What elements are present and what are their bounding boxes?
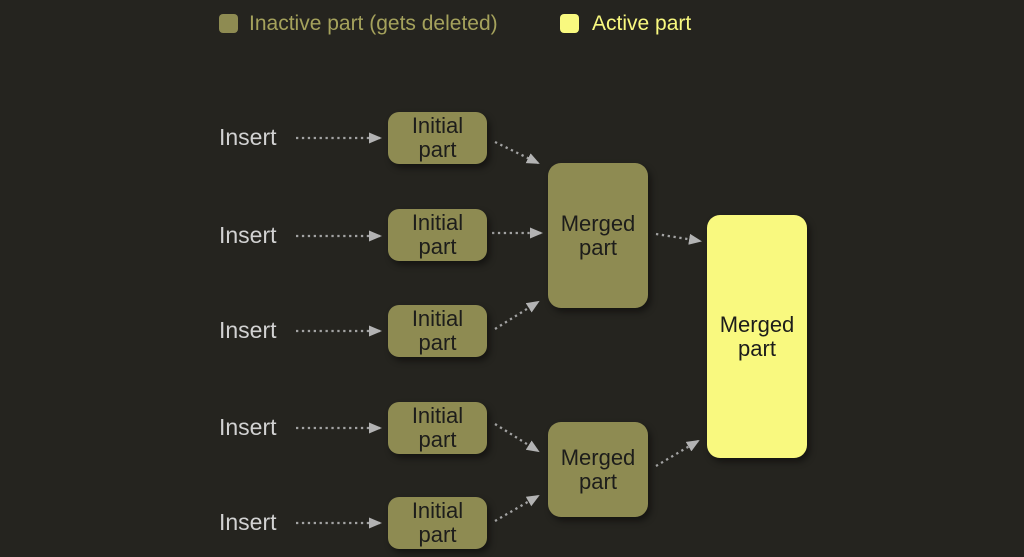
- initial-part-box-1: Initial part: [388, 112, 487, 164]
- insert-label-2: Insert: [219, 222, 277, 248]
- initial-part-label-3: Initial part: [411, 306, 464, 355]
- arrow-initial3-to-merged-top: [494, 300, 540, 330]
- insert-label-1: Insert: [219, 124, 277, 150]
- merged-part-box-final: Merged part: [707, 215, 807, 458]
- merged-part-box-top: Merged part: [548, 163, 648, 308]
- initial-part-label-2: Initial part: [411, 210, 464, 259]
- initial-part-label-1: Initial part: [411, 113, 464, 162]
- arrow-merged-top-to-final: [655, 232, 702, 245]
- arrow-initial5-to-merged-bottom: [494, 494, 540, 522]
- merged-part-label-top: Merged part: [560, 210, 636, 260]
- inactive-part-swatch: [219, 14, 238, 33]
- merged-part-label-final: Merged part: [719, 311, 795, 361]
- merged-part-label-bottom: Merged part: [560, 444, 636, 494]
- arrow-initial1-to-merged-top: [494, 140, 540, 165]
- initial-part-label-5: Initial part: [411, 498, 464, 547]
- initial-part-box-3: Initial part: [388, 305, 487, 357]
- insert-label-5: Insert: [219, 509, 277, 535]
- initial-part-label-4: Initial part: [411, 403, 464, 452]
- active-part-swatch: [560, 14, 579, 33]
- inactive-part-legend-label: Inactive part (gets deleted): [249, 12, 498, 35]
- initial-part-box-5: Initial part: [388, 497, 487, 549]
- active-part-legend-label: Active part: [592, 12, 692, 35]
- arrow-initial4-to-merged-bottom: [494, 423, 540, 453]
- merged-part-box-bottom: Merged part: [548, 422, 648, 517]
- arrow-merged-bottom-to-final: [655, 439, 700, 467]
- insert-label-3: Insert: [219, 317, 277, 343]
- insert-label-4: Insert: [219, 414, 277, 440]
- initial-part-box-4: Initial part: [388, 402, 487, 454]
- initial-part-box-2: Initial part: [388, 209, 487, 261]
